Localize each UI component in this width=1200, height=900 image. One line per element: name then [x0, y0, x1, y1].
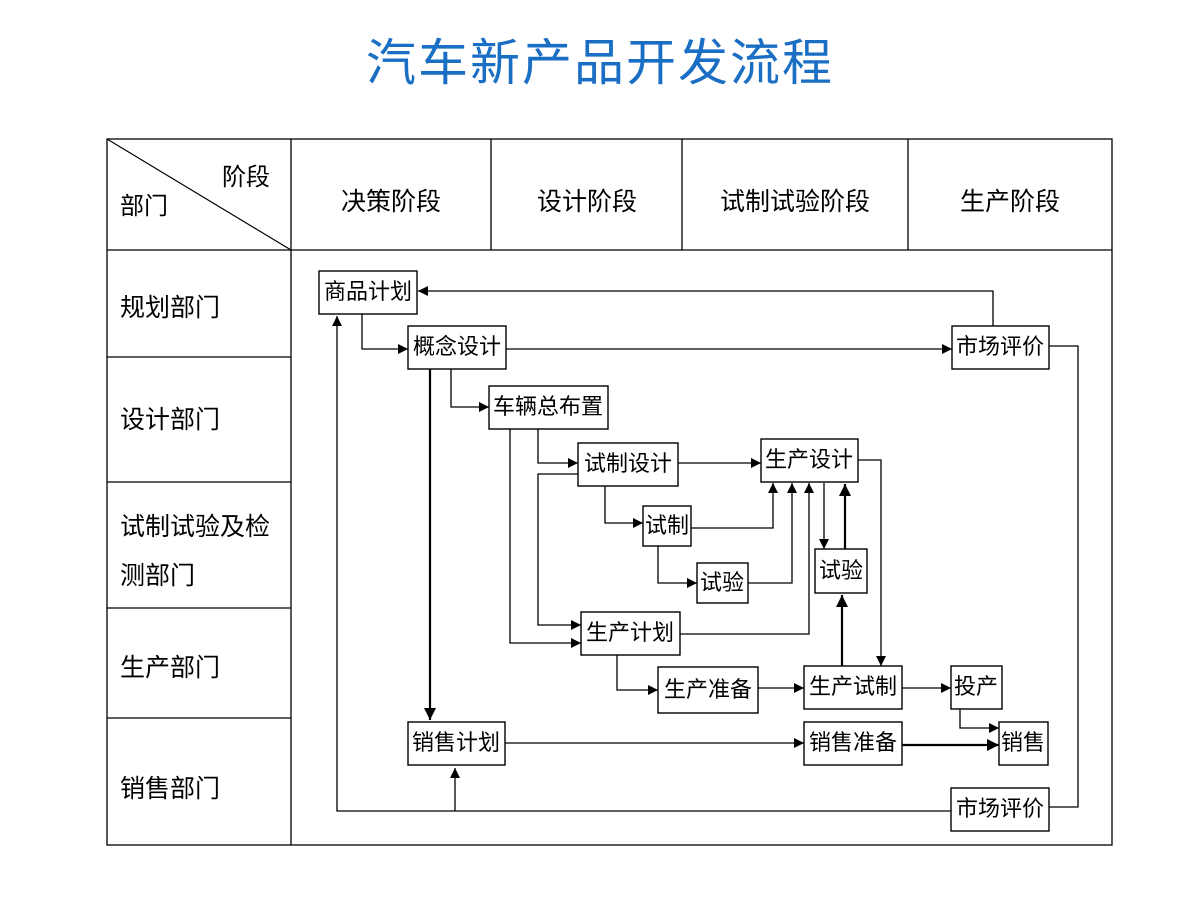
arrow-market-eval-top-to-bottom	[1049, 345, 1079, 808]
node-sales-prep-label: 销售准备	[809, 731, 897, 756]
node-trial-make-label: 试制	[645, 514, 689, 539]
department-planning: 规划部门	[120, 293, 220, 322]
arrow-market-eval-bottom-to-product-plan	[332, 316, 951, 812]
node-sales-plan-label: 销售计划	[412, 731, 500, 756]
corner-department-label: 部门	[120, 192, 168, 220]
node-test-left: 试验	[696, 562, 749, 604]
arrow-production-plan-to-production-design	[680, 483, 814, 635]
stage-header-design: 设计阶段	[537, 187, 637, 216]
node-production-design-label: 生产设计	[765, 448, 853, 473]
page-title: 汽车新产品开发流程	[366, 34, 834, 92]
node-product-plan-label: 商品计划	[324, 280, 412, 305]
node-launch-label: 投产	[954, 675, 998, 700]
arrow-trial-make-to-test-left	[657, 546, 697, 588]
department-production: 生产部门	[120, 653, 220, 682]
arrow-vehicle-layout-to-trial-design	[537, 429, 578, 468]
arrow-product-plan-to-concept-design	[361, 314, 408, 354]
arrow-launch-to-sales	[959, 709, 999, 733]
arrow-concept-design-to-vehicle-layout	[450, 369, 489, 412]
department-design: 设计部门	[120, 405, 220, 434]
node-test-right-label: 试验	[819, 559, 863, 584]
node-sales-prep: 销售准备	[803, 721, 903, 766]
stage-header-trial-test: 试制试验阶段	[720, 187, 870, 216]
department-trial-test-line2: 测部门	[120, 561, 195, 590]
node-concept-design-label: 概念设计	[413, 335, 501, 360]
department-sales: 销售部门	[120, 774, 220, 803]
node-trial-make: 试制	[642, 505, 692, 547]
node-launch: 投产	[950, 665, 1003, 710]
node-market-eval-bottom: 市场评价	[950, 787, 1050, 832]
node-production-trial: 生产试制	[803, 665, 903, 710]
node-trial-design: 试制设计	[577, 442, 679, 487]
node-test-left-label: 试验	[700, 571, 744, 596]
arrow-trial-design-to-trial-make	[604, 486, 643, 528]
department-trial-test-line1: 试制试验及检	[120, 512, 270, 541]
stage-header-decision: 决策阶段	[341, 187, 441, 216]
node-sales-plan: 销售计划	[407, 721, 506, 766]
node-production-prep: 生产准备	[657, 666, 759, 714]
arrow-production-plan-to-production-prep	[616, 655, 658, 695]
node-market-eval-bottom-label: 市场评价	[956, 797, 1044, 822]
node-vehicle-layout: 车辆总布置	[488, 385, 609, 430]
arrow-production-design-to-production-trial	[858, 459, 886, 666]
node-product-plan: 商品计划	[318, 270, 418, 315]
table-grid	[106, 138, 1113, 846]
node-sales-label: 销售	[1001, 731, 1045, 756]
node-market-eval-top: 市场评价	[951, 325, 1050, 370]
node-production-design: 生产设计	[760, 438, 859, 483]
corner-stage-label: 阶段	[222, 163, 270, 191]
node-test-right: 试验	[814, 548, 868, 594]
corner-diagonal	[106, 138, 292, 251]
node-production-plan: 生产计划	[580, 611, 681, 656]
node-concept-design: 概念设计	[407, 325, 507, 370]
arrow-trial-make-to-production-design	[691, 483, 778, 529]
arrow-vehicle-layout-to-production-plan	[509, 429, 581, 648]
arrow-test-left-to-production-design	[748, 483, 797, 584]
connectors	[332, 286, 1079, 812]
node-production-trial-label: 生产试制	[809, 675, 897, 700]
node-production-plan-label: 生产计划	[586, 621, 674, 646]
node-vehicle-layout-label: 车辆总布置	[493, 395, 603, 420]
node-production-prep-label: 生产准备	[664, 678, 752, 703]
node-trial-design-label: 试制设计	[584, 452, 672, 477]
node-market-eval-top-label: 市场评价	[956, 335, 1044, 360]
arrow-market-eval-to-product-plan	[418, 286, 994, 326]
node-sales: 销售	[998, 721, 1049, 766]
arrow-trial-design-to-production-plan	[537, 473, 581, 630]
stage-header-production: 生产阶段	[960, 187, 1060, 216]
